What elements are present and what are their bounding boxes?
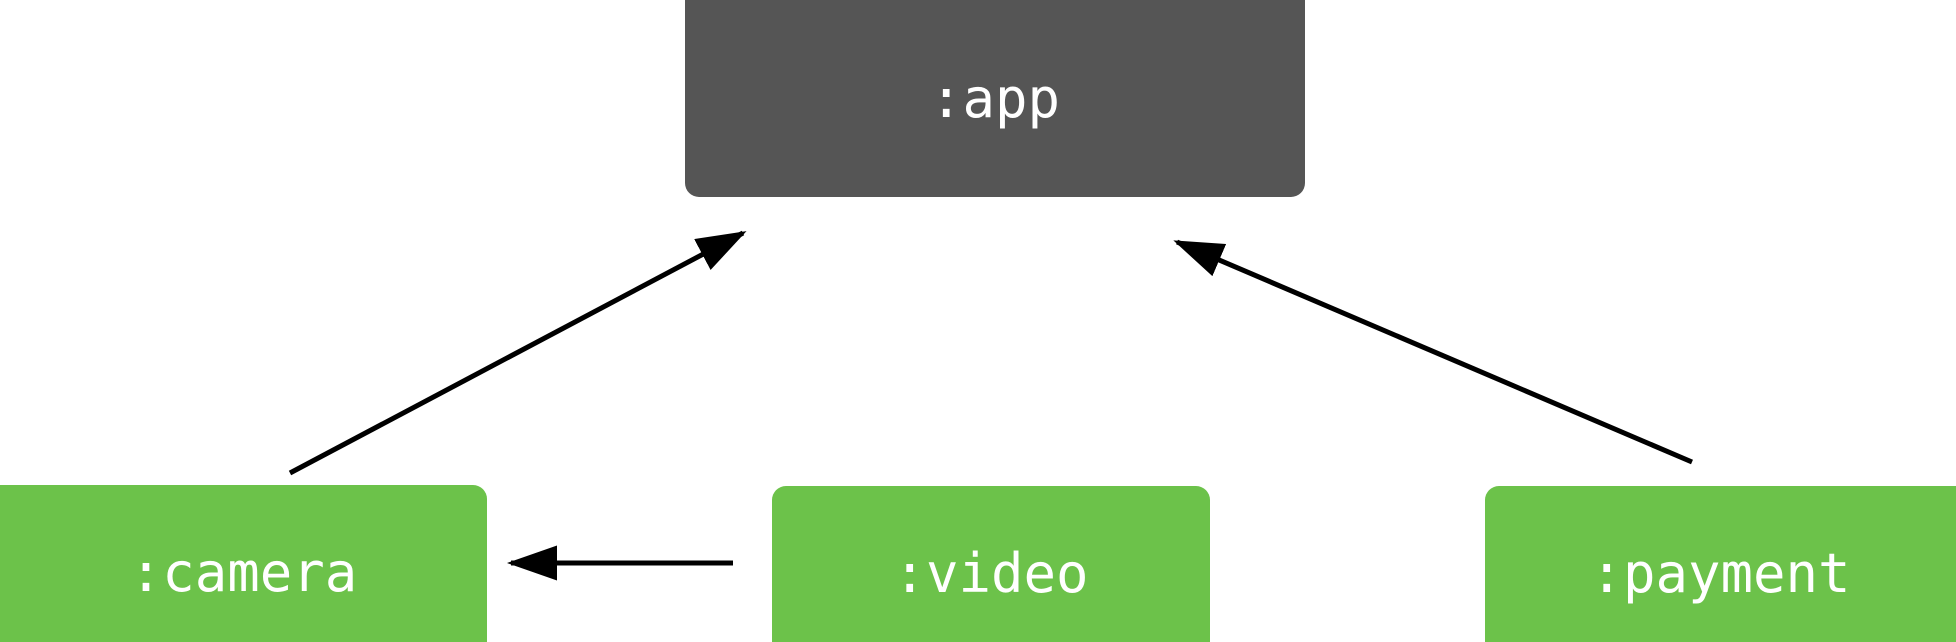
node-payment-label: :payment: [1590, 541, 1851, 605]
node-app-label: :app: [929, 66, 1061, 130]
node-camera-label: :camera: [129, 540, 358, 604]
node-video[interactable]: :video: [772, 486, 1210, 642]
node-app[interactable]: :app: [685, 0, 1305, 197]
edge-camera-to-app: [288, 230, 747, 476]
node-payment[interactable]: :payment: [1485, 486, 1956, 642]
node-video-label: :video: [893, 541, 1089, 605]
node-camera[interactable]: :camera: [0, 485, 487, 642]
edge-payment-to-app: [1173, 239, 1693, 465]
